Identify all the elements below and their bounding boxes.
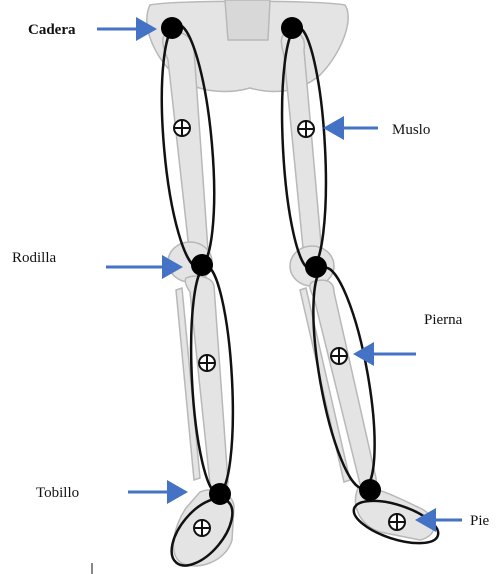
com-marker-right-shank (331, 348, 347, 364)
skeleton-illustration (147, 0, 434, 566)
label-rodilla: Rodilla (12, 250, 57, 266)
joint-right-hip (281, 17, 303, 39)
joint-right-ankle (359, 479, 381, 501)
com-marker-left-shank (199, 355, 215, 371)
com-marker-right-thigh (298, 121, 314, 137)
label-cadera: Cadera (28, 22, 76, 38)
pointer-arrows (97, 29, 462, 520)
label-tobillo: Tobillo (36, 485, 79, 501)
label-pierna: Pierna (424, 312, 463, 328)
label-pie: Pie (470, 513, 490, 529)
spine-bone (225, 0, 270, 40)
com-marker-right-foot (389, 514, 405, 530)
com-marker-left-foot (194, 520, 210, 536)
joint-right-knee (305, 256, 327, 278)
com-marker-left-thigh (174, 120, 190, 136)
joint-left-ankle (209, 483, 231, 505)
joint-left-knee (191, 254, 213, 276)
joint-left-hip (161, 17, 183, 39)
label-muslo: Muslo (392, 122, 430, 138)
